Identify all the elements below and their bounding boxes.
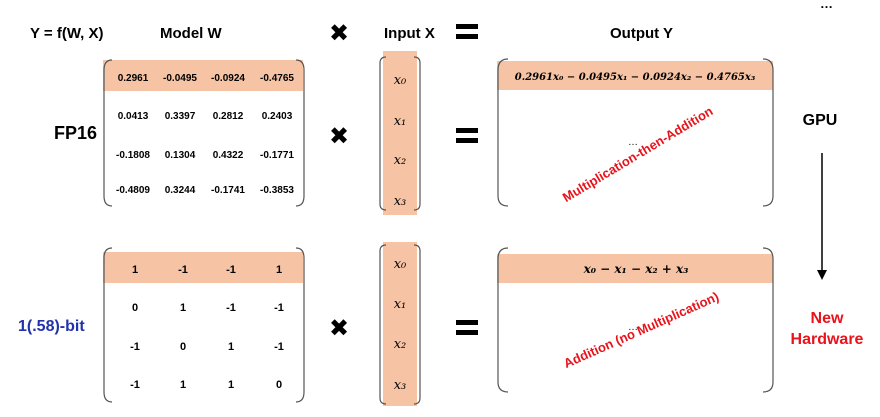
- fp16-cell: 0.2812: [213, 111, 244, 122]
- new-hardware-line2: Hardware: [791, 331, 864, 348]
- fp16-cell: 0.3397: [165, 111, 196, 122]
- ternary-input-highlight: [383, 242, 417, 406]
- ternary-cell: -1: [274, 302, 284, 314]
- fp16-cell: 0.1304: [165, 150, 196, 161]
- ternary-equals-icon: [456, 320, 478, 335]
- ternary-label: 1(.58)-bit: [18, 318, 85, 335]
- fp16-cell: -0.0495: [163, 73, 197, 84]
- ternary-cell: 1: [132, 264, 138, 276]
- fp16-output-highlight: [497, 61, 773, 90]
- ternary-times-icon: ✖: [329, 315, 349, 342]
- ternary-cell: -1: [274, 341, 284, 353]
- fp16-cell: 0.3244: [165, 185, 196, 196]
- fp16-input-entry: x₂: [394, 153, 407, 168]
- ternary-cell: 1: [276, 264, 282, 276]
- ternary-output-left-bracket: [497, 247, 509, 393]
- ternary-input-entry: x₂: [394, 337, 407, 352]
- corner-text: …: [820, 0, 833, 11]
- ternary-cell: 0: [276, 379, 282, 391]
- fp16-matrix-left-bracket: [103, 59, 113, 207]
- fp16-cell: 0.0413: [118, 111, 149, 122]
- ternary-cell: 0: [132, 302, 138, 314]
- ternary-matrix-left-bracket: [103, 247, 113, 403]
- fp16-operation-note: Multiplication-then-Addition: [560, 103, 716, 205]
- ternary-input-entry: x₃: [394, 378, 407, 393]
- fp16-cell: 0.2961: [118, 73, 149, 84]
- ternary-cell: -1: [130, 341, 140, 353]
- fp16-cell: -0.0924: [211, 73, 245, 84]
- fp16-cell: -0.4809: [116, 185, 150, 196]
- fp16-output-row: 0.2961x₀ − 0.0495x₁ − 0.0924x₂ − 0.4765x…: [515, 72, 756, 83]
- fp16-cell: -0.1808: [116, 150, 150, 161]
- fp16-output-right-bracket: [762, 58, 774, 207]
- equation-label: Y = f(W, X): [30, 25, 103, 42]
- fp16-input-left-bracket: [379, 56, 387, 211]
- ternary-cell: -1: [226, 264, 236, 276]
- ternary-input-left-bracket: [379, 244, 387, 405]
- ternary-input-right-bracket: [413, 244, 421, 405]
- fp16-equals-icon: [456, 128, 478, 143]
- fp16-cell: 0.2403: [262, 111, 293, 122]
- fp16-input-entry: x₁: [394, 114, 407, 129]
- new-hardware-line1: New: [811, 310, 844, 327]
- ternary-row-highlight: [103, 252, 303, 283]
- fp16-matrix: 0.2961 -0.0495 -0.0924 -0.4765 0.0413 0.…: [116, 73, 294, 196]
- ternary-matrix: 1 -1 -1 1 0 1 -1 -1 -1 0 1 -1 -1 1 1 0: [130, 264, 284, 391]
- fp16-cell: -0.3853: [260, 185, 294, 196]
- ternary-input-entry: x₁: [394, 297, 407, 312]
- ternary-cell: -1: [226, 302, 236, 314]
- gpu-label: GPU: [803, 112, 838, 129]
- ternary-output-row: x₀ − x₁ − x₂ + x₃: [583, 262, 689, 276]
- fp16-cell: -0.1771: [260, 150, 294, 161]
- ternary-cell: 1: [180, 379, 186, 391]
- ternary-cell: -1: [130, 379, 140, 391]
- ternary-input-entry: x₀: [394, 257, 407, 272]
- fp16-output-left-bracket: [497, 58, 509, 207]
- output-label: Output Y: [610, 25, 673, 42]
- fp16-row-highlight: [103, 60, 303, 91]
- fp16-output-ellipsis: …: [628, 137, 638, 148]
- ternary-input-vector: x₀ x₁ x₂ x₃: [394, 257, 407, 393]
- ternary-operation-note: Addition (no Multiplication): [561, 289, 721, 371]
- fp16-cell: -0.1741: [211, 185, 245, 196]
- ternary-cell: 0: [180, 341, 186, 353]
- fp16-input-entry: x₀: [394, 73, 407, 88]
- ternary-cell: -1: [178, 264, 188, 276]
- fp16-label: FP16: [54, 123, 97, 143]
- header-times-icon: ✖: [329, 20, 349, 47]
- model-label: Model W: [160, 25, 222, 42]
- fp16-cell: -0.4765: [260, 73, 294, 84]
- ternary-output-highlight: [497, 254, 773, 283]
- header-equals-icon: [456, 24, 478, 39]
- fp16-times-icon: ✖: [329, 123, 349, 150]
- ternary-output-ellipsis: …: [628, 322, 638, 333]
- ternary-cell: 1: [228, 341, 234, 353]
- ternary-output-right-bracket: [762, 247, 774, 393]
- ternary-matrix-right-bracket: [295, 247, 305, 403]
- fp16-input-entry: x₃: [394, 194, 407, 209]
- input-label: Input X: [384, 25, 435, 42]
- fp16-matrix-right-bracket: [295, 59, 305, 207]
- fp16-input-highlight: [383, 51, 417, 215]
- fp16-input-vector: x₀ x₁ x₂ x₃: [394, 73, 407, 209]
- fp16-input-right-bracket: [413, 56, 421, 211]
- fp16-cell: 0.4322: [213, 150, 244, 161]
- ternary-cell: 1: [180, 302, 186, 314]
- ternary-cell: 1: [228, 379, 234, 391]
